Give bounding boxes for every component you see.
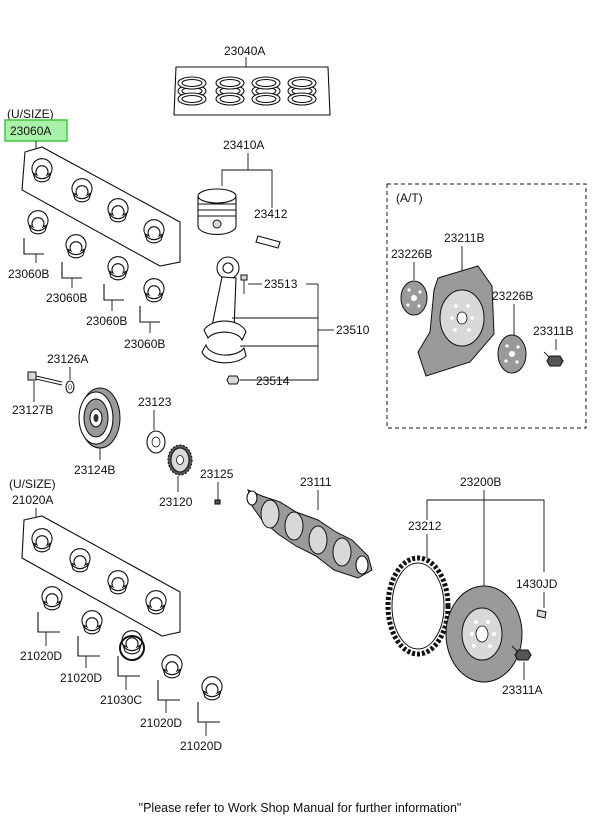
label-23123[interactable]: 23123 [138, 395, 172, 409]
main-bearing-upper-set[interactable] [21, 146, 181, 267]
label-23060B-4[interactable]: 23060B [124, 337, 165, 351]
crankshaft[interactable] [246, 489, 373, 579]
spacer-23123[interactable] [146, 430, 166, 454]
bearing-23060B-1[interactable] [23, 210, 49, 255]
piston-ring-set[interactable] [173, 66, 331, 116]
dowel-pin-1430JD[interactable] [536, 609, 547, 619]
label-21030C[interactable]: 21030C [100, 693, 142, 707]
rod-nut[interactable] [226, 375, 240, 385]
flywheel[interactable] [445, 585, 523, 683]
label-23212[interactable]: 23212 [408, 519, 442, 533]
crankshaft-pulley[interactable] [78, 387, 121, 449]
bearing-21020D-2[interactable] [77, 610, 103, 657]
bearing-23060B-2[interactable] [61, 234, 87, 279]
bearing-23060B-3[interactable] [103, 256, 129, 301]
label-usize-top: (U/SIZE) [7, 107, 54, 121]
label-23060B-1[interactable]: 23060B [8, 267, 49, 281]
label-23514[interactable]: 23514 [256, 374, 290, 388]
label-21020A[interactable]: 21020A [12, 493, 53, 507]
label-23111[interactable]: 23111 [300, 475, 332, 489]
ring-gear[interactable] [385, 555, 451, 657]
label-23124B[interactable]: 23124B [74, 463, 115, 477]
main-bearing-lower-set[interactable] [21, 515, 181, 637]
label-23060A[interactable]: 23060A [10, 124, 51, 138]
label-23040A[interactable]: 23040A [224, 44, 265, 58]
label-at: (A/T) [396, 191, 423, 205]
label-23226B-1[interactable]: 23226B [391, 247, 432, 261]
label-23126A[interactable]: 23126A [47, 352, 88, 366]
label-23211B[interactable]: 23211B [444, 231, 484, 245]
adapter-plate-rear[interactable] [497, 334, 527, 374]
rod-bolt[interactable] [240, 274, 248, 294]
label-23510[interactable]: 23510 [336, 323, 370, 337]
drive-plate[interactable] [417, 265, 495, 377]
footer-note: "Please refer to Work Shop Manual for fu… [139, 801, 462, 815]
bolt-23127B[interactable] [27, 371, 63, 386]
connecting-rod[interactable] [201, 256, 247, 364]
bearing-21030C[interactable] [117, 630, 145, 677]
label-23412[interactable]: 23412 [254, 207, 288, 221]
label-23311B[interactable]: 23311B [533, 324, 573, 338]
bearing-21020D-3[interactable] [157, 654, 183, 701]
label-23060B-2[interactable]: 23060B [46, 291, 87, 305]
label-23513[interactable]: 23513 [264, 277, 298, 291]
bearing-23060B-4[interactable] [139, 278, 165, 323]
bearing-21020D-4[interactable] [197, 676, 223, 723]
key-23125[interactable] [214, 499, 221, 505]
label-23311A[interactable]: 23311A [502, 683, 542, 697]
piston-pin[interactable] [255, 235, 281, 249]
piston[interactable] [197, 188, 237, 235]
label-23060B-3[interactable]: 23060B [86, 314, 127, 328]
label-21020D-2[interactable]: 21020D [60, 671, 102, 685]
washer-23126A[interactable] [65, 380, 75, 394]
label-23226B-2[interactable]: 23226B [492, 289, 533, 303]
sprocket-23120[interactable] [167, 444, 193, 476]
label-23410A[interactable]: 23410A [223, 138, 264, 152]
label-1430JD[interactable]: 1430JD [516, 577, 558, 591]
label-21020D-3[interactable]: 21020D [140, 716, 182, 730]
label-23127B[interactable]: 23127B [12, 403, 53, 417]
label-21020D-1[interactable]: 21020D [20, 649, 62, 663]
at-box [386, 183, 587, 429]
drive-plate-bolt[interactable] [543, 351, 564, 367]
label-23200B[interactable]: 23200B [460, 475, 501, 489]
label-23120[interactable]: 23120 [159, 495, 193, 509]
label-21020D-4[interactable]: 21020D [180, 739, 222, 753]
bearing-21020D-1[interactable] [37, 586, 63, 633]
flywheel-bolt[interactable] [511, 645, 532, 661]
label-23125[interactable]: 23125 [200, 467, 234, 481]
adapter-plate-front[interactable] [400, 280, 428, 316]
label-usize-bottom: (U/SIZE) [9, 477, 56, 491]
